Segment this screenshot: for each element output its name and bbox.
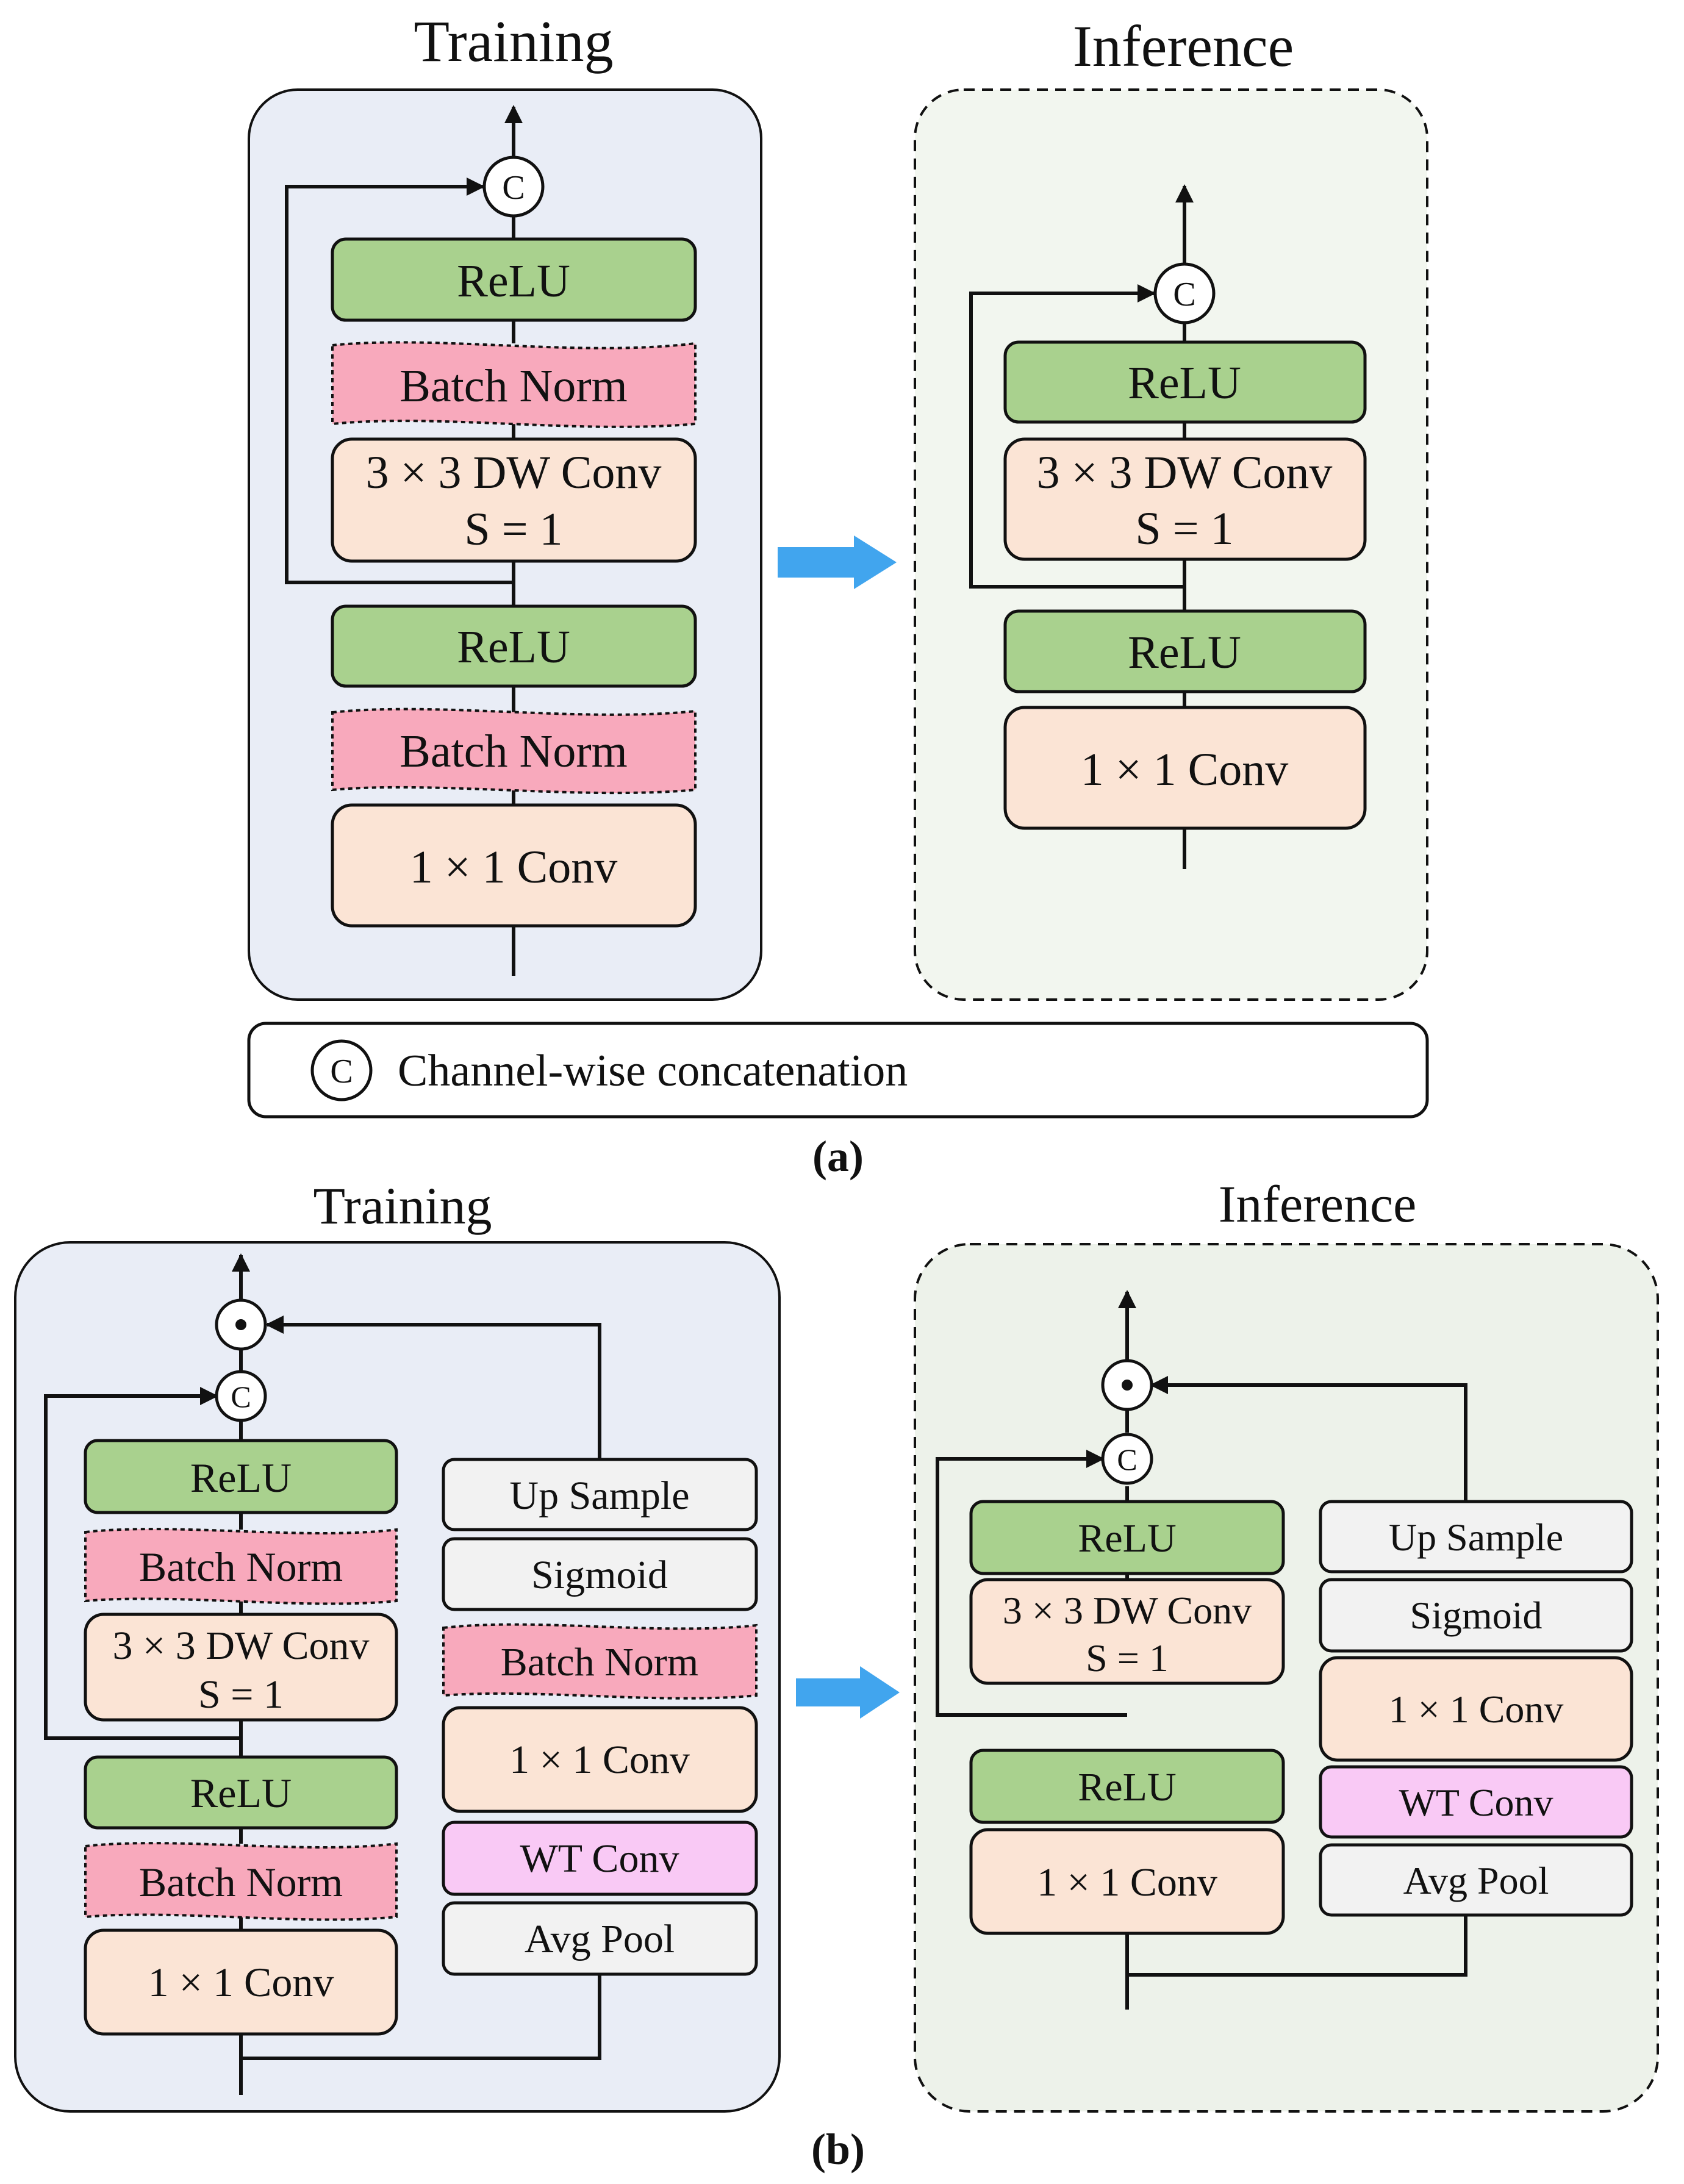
panel-b-inference-relu-top-label: ReLU <box>1078 1516 1176 1561</box>
panel-b-training-title: Training <box>313 1176 492 1235</box>
panel-b-training-batchnorm-right-label: Batch Norm <box>501 1640 698 1685</box>
panel-a-training-conv1x1-label: 1 × 1 Conv <box>410 842 618 893</box>
legend-concat-symbol: C <box>330 1053 353 1090</box>
legend-text: Channel-wise concatenation <box>398 1046 908 1096</box>
panel-b-training-avgpool-label: Avg Pool <box>525 1917 675 1961</box>
panel-b-training-sigmoid <box>442 1537 758 1611</box>
panel-a-training-dwconv-label: 3 × 3 DW Conv <box>366 447 662 498</box>
panel-b-inference-dwconv-stride: S = 1 <box>1086 1636 1169 1680</box>
panel-b-transition-arrow <box>796 1666 900 1719</box>
panel-b-inference-conv1x1-right <box>1319 1656 1633 1762</box>
panel-a-inference-concat-symbol: C <box>1173 276 1195 313</box>
panel-a-inference-conv1x1 <box>1003 706 1367 830</box>
panel-b-training-upsample <box>442 1458 758 1531</box>
panel-a-training-batchnorm-bottom <box>331 707 697 795</box>
panel-b-inference-dwconv-label: 3 × 3 DW Conv <box>1003 1589 1252 1632</box>
panel-b-inference-upsample-label: Up Sample <box>1389 1516 1563 1559</box>
panel-b-inference-conv1x1-right-label: 1 × 1 Conv <box>1389 1688 1564 1731</box>
panel-a-inference-connectors <box>969 184 1194 869</box>
panel-b-training-wtconv-label: WT Conv <box>520 1836 679 1881</box>
panel-a-training-relu-top <box>331 237 697 322</box>
panel-b-training-avgpool <box>442 1901 758 1976</box>
panel-b-training-concat-symbol: C <box>231 1380 251 1414</box>
panel-b-training-connectors <box>44 1253 601 2095</box>
panel-b-inference-relu-bottom <box>969 1749 1285 1824</box>
panel-a-inference-dwconv-stride: S = 1 <box>1135 503 1233 554</box>
panel-b-training-multiply-dot <box>235 1319 246 1330</box>
panel-a-inference-concat-node <box>1153 262 1216 324</box>
panel-a-training-relu-bottom <box>331 604 697 688</box>
panel-b-training-batchnorm-right <box>442 1623 758 1700</box>
panel-a-inference-conv1x1-label: 1 × 1 Conv <box>1081 744 1289 795</box>
panel-a-inference-relu-bottom <box>1003 609 1367 693</box>
panel-b-training-relu-top-label: ReLU <box>190 1455 292 1501</box>
panel-a-inference-title: Inference <box>1073 13 1294 79</box>
panel-b-training-conv1x1-right <box>442 1706 758 1813</box>
panel-a-inference-relu-bottom-label: ReLU <box>1128 627 1241 678</box>
panel-a-training-dwconv <box>331 437 697 563</box>
panel-b-training-relu-top <box>84 1439 398 1514</box>
panel-b-inference-concat-symbol: C <box>1117 1442 1137 1477</box>
panel-b-training-conv1x1-right-label: 1 × 1 Conv <box>509 1738 690 1782</box>
panel-b-training-dwconv-stride: S = 1 <box>198 1672 284 1717</box>
panel-a-training-connectors <box>285 105 523 976</box>
panel-b-training-relu-bottom <box>84 1755 398 1830</box>
legend-box <box>247 1022 1429 1119</box>
panel-a-training-relu-top-label: ReLU <box>457 256 570 307</box>
panel-a-training-concat-symbol: C <box>502 169 525 207</box>
panel-b-inference-sigmoid-label: Sigmoid <box>1410 1594 1542 1637</box>
legend-concat-symbol-circle <box>310 1039 373 1101</box>
panel-a-transition-arrow <box>778 535 897 589</box>
panel-a-inference-dwconv-label: 3 × 3 DW Conv <box>1037 447 1333 498</box>
panel-b-inference-sigmoid <box>1319 1578 1633 1653</box>
panel-a-caption: (a) <box>812 1132 864 1181</box>
panel-b-inference-upsample <box>1319 1500 1633 1574</box>
panel-b-training-conv1x1-label: 1 × 1 Conv <box>148 1959 334 2005</box>
panel-b-inference-avgpool <box>1319 1843 1633 1917</box>
panel-b-inference-wtconv-label: WT Conv <box>1399 1781 1553 1824</box>
panel-b-training-batchnorm-top <box>84 1528 398 1605</box>
panel-b-training-batchnorm-bottom <box>84 1842 398 1921</box>
panel-b-inference-dwconv <box>969 1578 1285 1685</box>
panel-b-training-sigmoid-label: Sigmoid <box>531 1553 668 1597</box>
panel-a-training-concat-node <box>482 156 545 218</box>
panel-b-inference-concat-node <box>1101 1433 1153 1485</box>
panel-b-inference-relu-bottom-label: ReLU <box>1078 1765 1176 1810</box>
panel-b-training-dwconv <box>84 1613 398 1722</box>
panel-b-inference-title: Inference <box>1219 1175 1417 1233</box>
panel-b-training-batchnorm-bottom-label: Batch Norm <box>139 1859 343 1905</box>
panel-a-training-batchnorm-bottom-label: Batch Norm <box>400 726 628 777</box>
panel-a-training-dwconv-stride: S = 1 <box>464 504 562 555</box>
panel-a-training-batchnorm-top-label: Batch Norm <box>400 360 628 412</box>
panel-b-training-relu-bottom-label: ReLU <box>190 1770 292 1816</box>
panel-b-training-concat-node <box>215 1370 267 1422</box>
panel-b-training-wtconv <box>442 1821 758 1896</box>
panel-b-inference-wtconv <box>1319 1765 1633 1839</box>
panel-b-inference-relu-top <box>969 1500 1285 1575</box>
panel-a-training-batchnorm-top <box>331 341 697 428</box>
panel-b-inference-multiply-dot <box>1122 1380 1133 1391</box>
panel-b-caption: (b) <box>811 2125 865 2174</box>
panel-a-training-relu-bottom-label: ReLU <box>457 621 570 673</box>
panel-b-training-upsample-label: Up Sample <box>509 1473 689 1518</box>
panel-b-inference-conv1x1-label: 1 × 1 Conv <box>1037 1860 1217 1905</box>
panel-b: Training Inference C ReLU Batch Norm <box>14 1175 1659 2174</box>
panel-a-training-conv1x1 <box>331 803 697 928</box>
panel-a-inference-relu-top-label: ReLU <box>1128 357 1241 409</box>
panel-a-inference-dwconv <box>1003 437 1367 561</box>
panel-a-training-title: Training <box>414 9 613 74</box>
panel-a: Training Inference C ReLU Batch Norm 3 ×… <box>247 9 1429 1181</box>
panel-b-training-conv1x1 <box>84 1928 398 2036</box>
panel-b-training-dwconv-label: 3 × 3 DW Conv <box>112 1624 369 1668</box>
panel-a-inference-relu-top <box>1003 340 1367 424</box>
panel-b-training-batchnorm-top-label: Batch Norm <box>139 1544 343 1590</box>
panel-b-inference-conv1x1 <box>969 1828 1285 1935</box>
panel-b-inference-avgpool-label: Avg Pool <box>1403 1859 1549 1902</box>
